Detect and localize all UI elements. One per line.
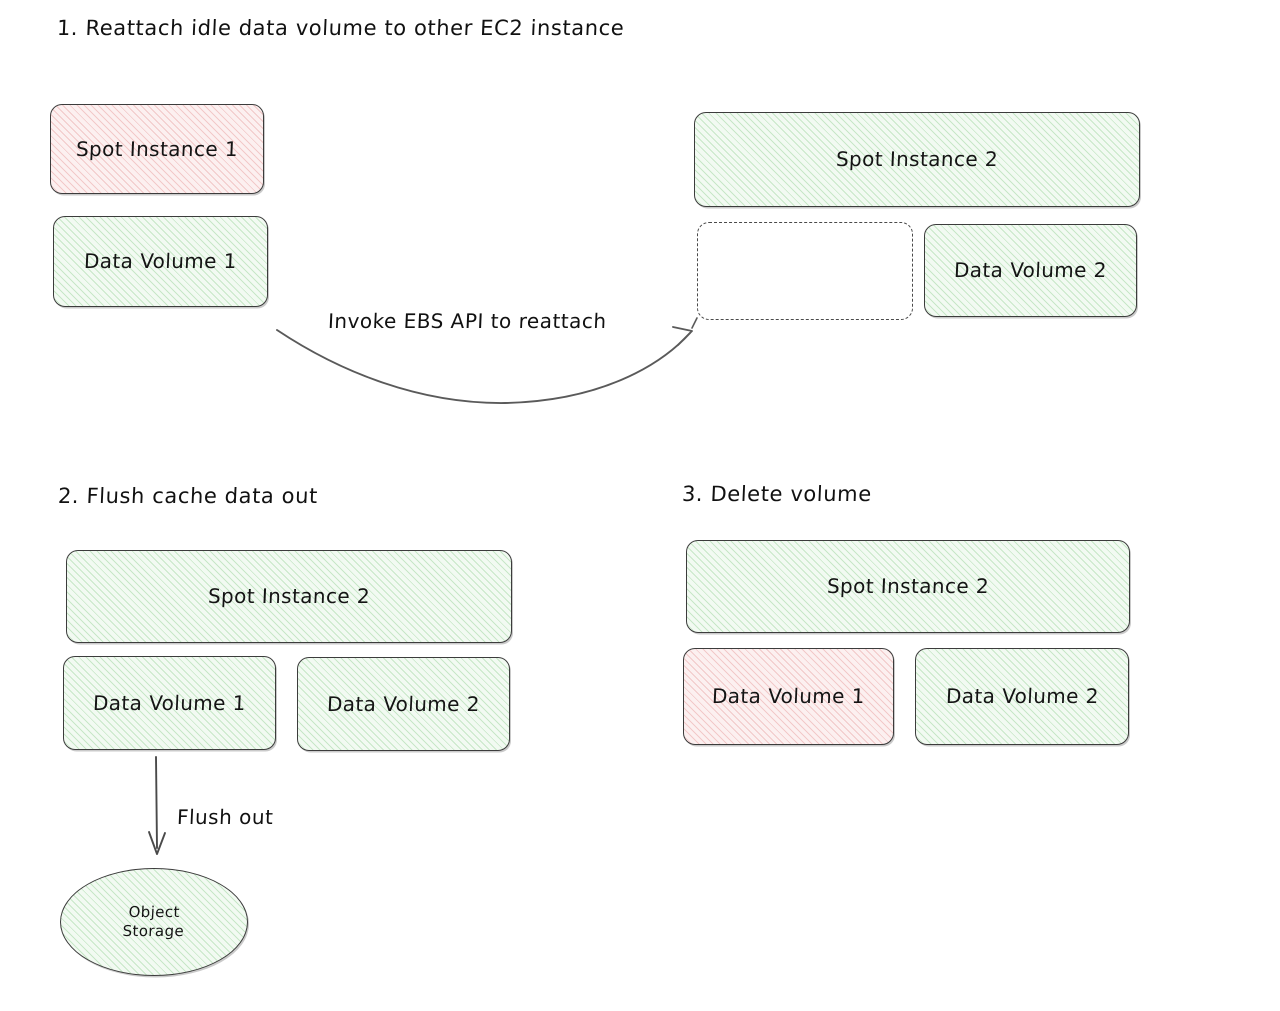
node-data-volume-2-right[interactable]: Data Volume 2 xyxy=(924,224,1137,317)
section-3-title: 3. Delete volume xyxy=(681,482,873,506)
node-label: Data Volume 1 xyxy=(92,690,247,715)
node-label: Spot Instance 2 xyxy=(826,574,990,598)
node-label-line-2: Storage xyxy=(122,922,185,940)
node-label: Spot Instance 2 xyxy=(835,147,999,171)
edge-label-invoke-ebs-api: Invoke EBS API to reattach xyxy=(324,309,611,333)
node-object-storage[interactable]: Object Storage xyxy=(60,868,248,976)
node-label: Data Volume 1 xyxy=(711,684,866,708)
node-data-volume-1-delete[interactable]: Data Volume 1 xyxy=(683,648,894,745)
node-data-volume-1-flush[interactable]: Data Volume 1 xyxy=(63,656,276,750)
node-label: Spot Instance 1 xyxy=(75,136,239,161)
node-label: Object Storage xyxy=(122,903,185,941)
node-data-volume-2-delete[interactable]: Data Volume 2 xyxy=(915,648,1129,745)
node-spot-instance-1[interactable]: Spot Instance 1 xyxy=(50,104,264,194)
node-spot-instance-2-right[interactable]: Spot Instance 2 xyxy=(694,112,1140,207)
section-2-title: 2. Flush cache data out xyxy=(57,484,319,508)
node-data-volume-1-left[interactable]: Data Volume 1 xyxy=(53,216,268,307)
edge-label-flush-out: Flush out xyxy=(173,805,277,829)
node-label: Data Volume 2 xyxy=(945,684,1099,708)
node-label: Data Volume 2 xyxy=(953,258,1108,282)
node-data-volume-2-flush[interactable]: Data Volume 2 xyxy=(297,657,510,751)
node-label: Spot Instance 2 xyxy=(207,584,371,608)
node-spot-instance-2-delete[interactable]: Spot Instance 2 xyxy=(686,540,1130,633)
node-spot-instance-2-flush[interactable]: Spot Instance 2 xyxy=(66,550,512,643)
arrow-flush-out xyxy=(148,756,166,855)
node-label: Data Volume 1 xyxy=(83,249,238,273)
section-1-title: 1. Reattach idle data volume to other EC… xyxy=(56,16,625,40)
node-label: Data Volume 2 xyxy=(326,691,481,716)
node-empty-volume-slot[interactable] xyxy=(697,222,913,320)
node-label-line-1: Object xyxy=(128,903,181,922)
